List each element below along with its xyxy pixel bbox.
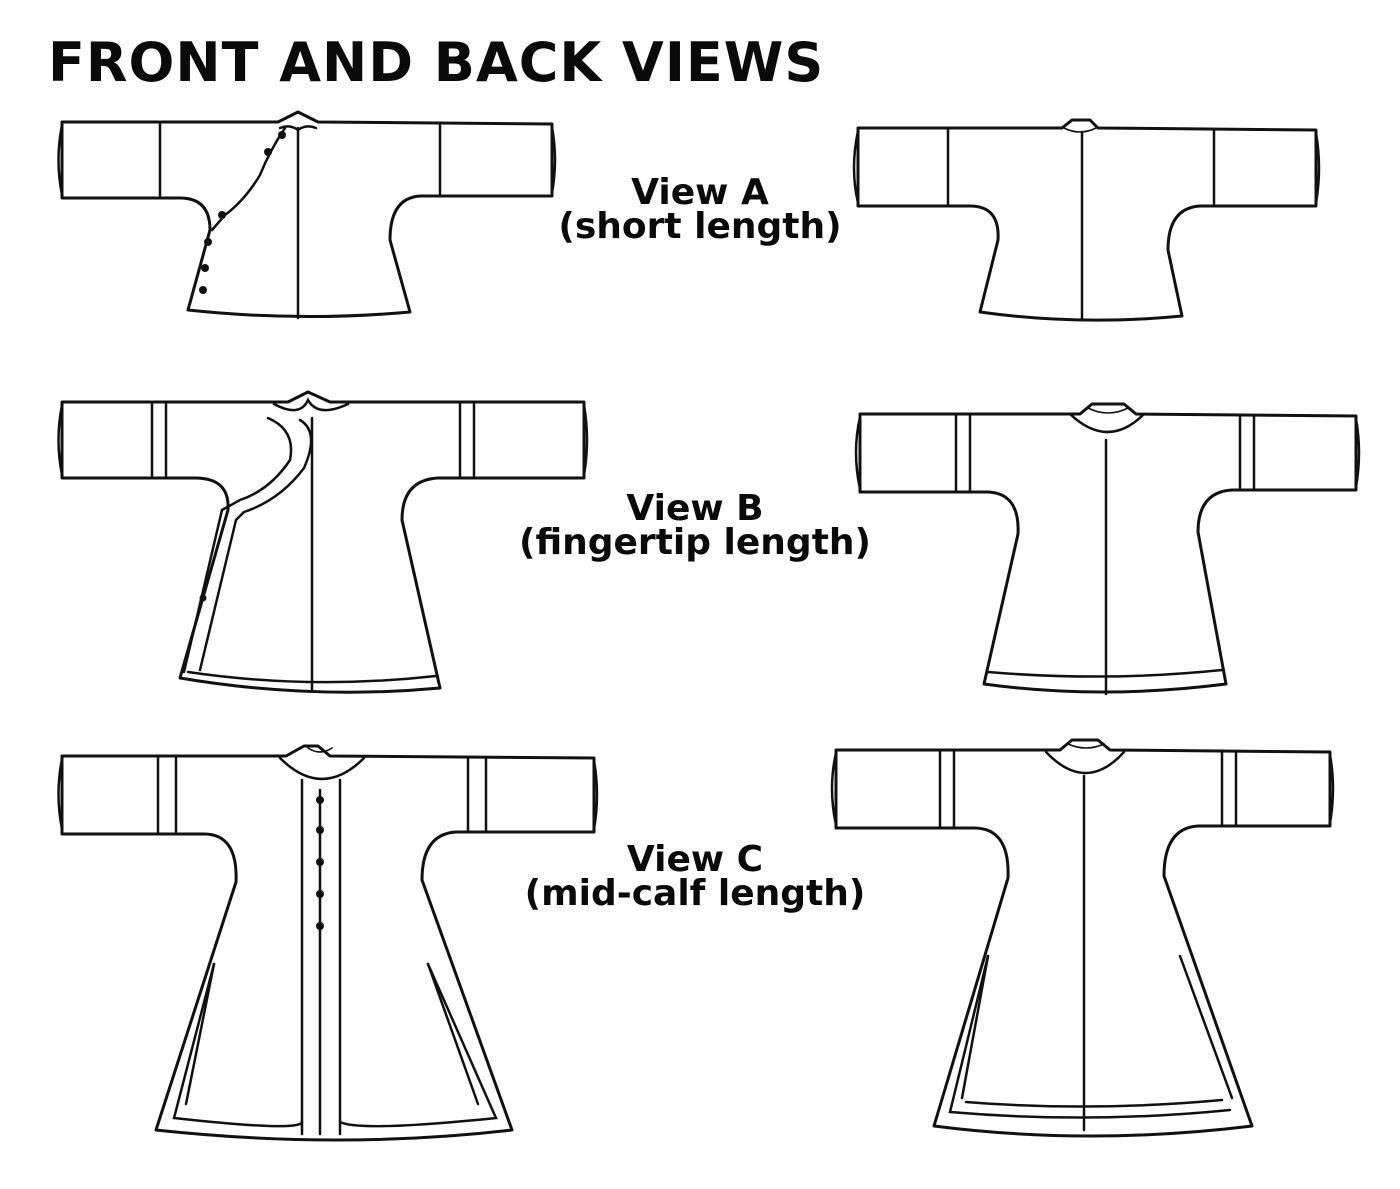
- view-c-title: View C: [626, 839, 764, 880]
- page-title: FRONT AND BACK VIEWS: [48, 31, 825, 94]
- view-c-subtitle: (mid-calf length): [524, 873, 866, 914]
- view-c-label: View C (mid-calf length): [495, 839, 895, 914]
- view-a-title: View A: [631, 172, 769, 213]
- view-a-label: View A (short length): [545, 172, 855, 247]
- view-b-subtitle: (fingertip length): [518, 522, 871, 563]
- view-a-back-jacket: [852, 118, 1321, 322]
- view-b-back-coat: [854, 402, 1361, 696]
- view-c-back-coat: [830, 738, 1335, 1138]
- view-b-label: View B (fingertip length): [490, 488, 900, 563]
- view-b-front-coat: [57, 390, 589, 694]
- view-c-front-coat: [57, 744, 599, 1142]
- view-a-subtitle: (short length): [558, 206, 842, 247]
- view-a-front-jacket: [57, 110, 557, 320]
- view-b-title: View B: [626, 488, 764, 529]
